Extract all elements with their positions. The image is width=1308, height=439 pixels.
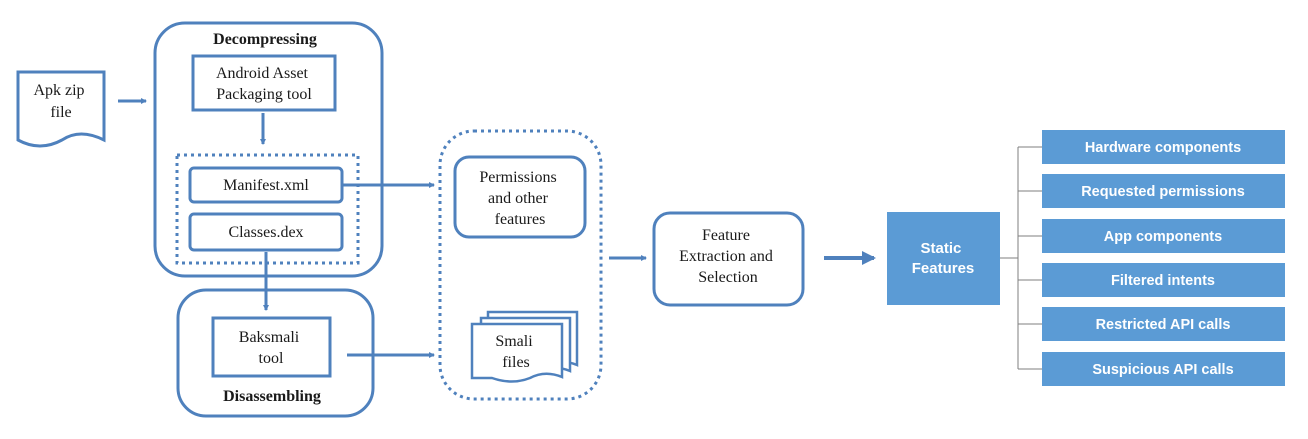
feature-item-box xyxy=(1042,263,1285,297)
aapt-label-line1: Android Asset xyxy=(216,65,309,82)
feature-item-hardware-components: Hardware components xyxy=(1042,130,1285,164)
feature-item-label: Restricted API calls xyxy=(1096,317,1231,333)
feature-item-box xyxy=(1042,130,1285,164)
svg-text:Apk zip file: Apk zip file xyxy=(33,82,88,121)
smali-label-line2: files xyxy=(502,354,530,371)
svg-text:Static Features: Static Features xyxy=(912,240,975,277)
baksmali-label-line1: Baksmali xyxy=(239,329,300,346)
feature-item-suspicious-api-calls: Suspicious API calls xyxy=(1042,352,1285,386)
feature-extraction-node: Feature Extraction and Selection xyxy=(652,211,805,307)
feature-item-app-components: App components xyxy=(1042,219,1285,253)
feature-item-label: Filtered intents xyxy=(1111,273,1215,289)
feature-item-label: App components xyxy=(1104,229,1222,245)
apk-zip-file-node: Apk zip file xyxy=(16,70,106,148)
apk-zip-file-document-shape xyxy=(16,70,106,148)
classes-dex-label: Classes.dex xyxy=(228,224,303,241)
permissions-label-line3: features xyxy=(495,211,546,228)
feature-item-label: Hardware components xyxy=(1085,140,1241,156)
manifest-xml-label: Manifest.xml xyxy=(223,177,309,194)
classes-dex-box xyxy=(188,212,344,252)
feature-list-connector xyxy=(1000,146,1042,370)
feature-item-filtered-intents: Filtered intents xyxy=(1042,263,1285,297)
extracted-artifacts-dotted-frame xyxy=(438,129,603,401)
svg-text:Android Asset Packaging: Android Asset Packaging tool xyxy=(216,65,312,103)
flow-arrows xyxy=(118,98,876,358)
svg-text:Baksmali tool: Baksmali tool xyxy=(239,329,303,367)
smali-files-node: Smali files xyxy=(470,310,579,383)
extracted-artifacts-group: Permissions and other features Smali fil… xyxy=(438,129,603,401)
aapt-label-line2: Packaging tool xyxy=(216,86,312,103)
decompressing-title: Decompressing xyxy=(213,31,317,48)
feature-item-box xyxy=(1042,219,1285,253)
permissions-label-line2: and other xyxy=(488,190,549,207)
baksmali-tool-box xyxy=(211,316,332,378)
feature-item-box xyxy=(1042,174,1285,208)
feature-item-box xyxy=(1042,352,1285,386)
apk-zip-file-label-line1: Apk zip xyxy=(33,82,84,99)
static-features-box xyxy=(887,212,1000,305)
permissions-features-box xyxy=(453,155,587,239)
smali-file-front-sheet xyxy=(470,322,564,383)
feature-item-requested-permissions: Requested permissions xyxy=(1042,174,1285,208)
svg-text:Permissions and other: Permissions and other features xyxy=(479,169,560,228)
feature-extraction-label-line3: Selection xyxy=(698,269,758,286)
aapt-box xyxy=(191,54,337,112)
static-features-label-line2: Features xyxy=(912,260,975,277)
baksmali-label-line2: tool xyxy=(259,350,284,367)
apk-zip-file-label-line2: file xyxy=(50,104,71,121)
feature-extraction-box xyxy=(652,211,805,307)
static-features-label-line1: Static xyxy=(920,240,961,257)
feature-item-box xyxy=(1042,307,1285,341)
svg-text:Smali files: Smali files xyxy=(495,333,536,371)
static-feature-list: Hardware components Requested permission… xyxy=(1042,130,1285,386)
static-features-node: Static Features xyxy=(887,212,1000,305)
feature-item-label: Requested permissions xyxy=(1081,184,1245,200)
permissions-label-line1: Permissions xyxy=(479,169,556,186)
svg-text:Feature Extraction and: Feature Extraction and Selection xyxy=(679,227,777,286)
disassembling-group: Baksmali tool Disassembling xyxy=(176,288,375,418)
smali-label-line1: Smali xyxy=(495,333,533,350)
decompressing-group: Decompressing Android Asset Packaging to… xyxy=(153,21,384,278)
feature-item-label: Suspicious API calls xyxy=(1092,362,1233,378)
feature-extraction-label-line2: Extraction and xyxy=(679,248,773,265)
disassembling-title: Disassembling xyxy=(223,388,321,405)
feature-extraction-label-line1: Feature xyxy=(702,227,750,244)
feature-item-restricted-api-calls: Restricted API calls xyxy=(1042,307,1285,341)
